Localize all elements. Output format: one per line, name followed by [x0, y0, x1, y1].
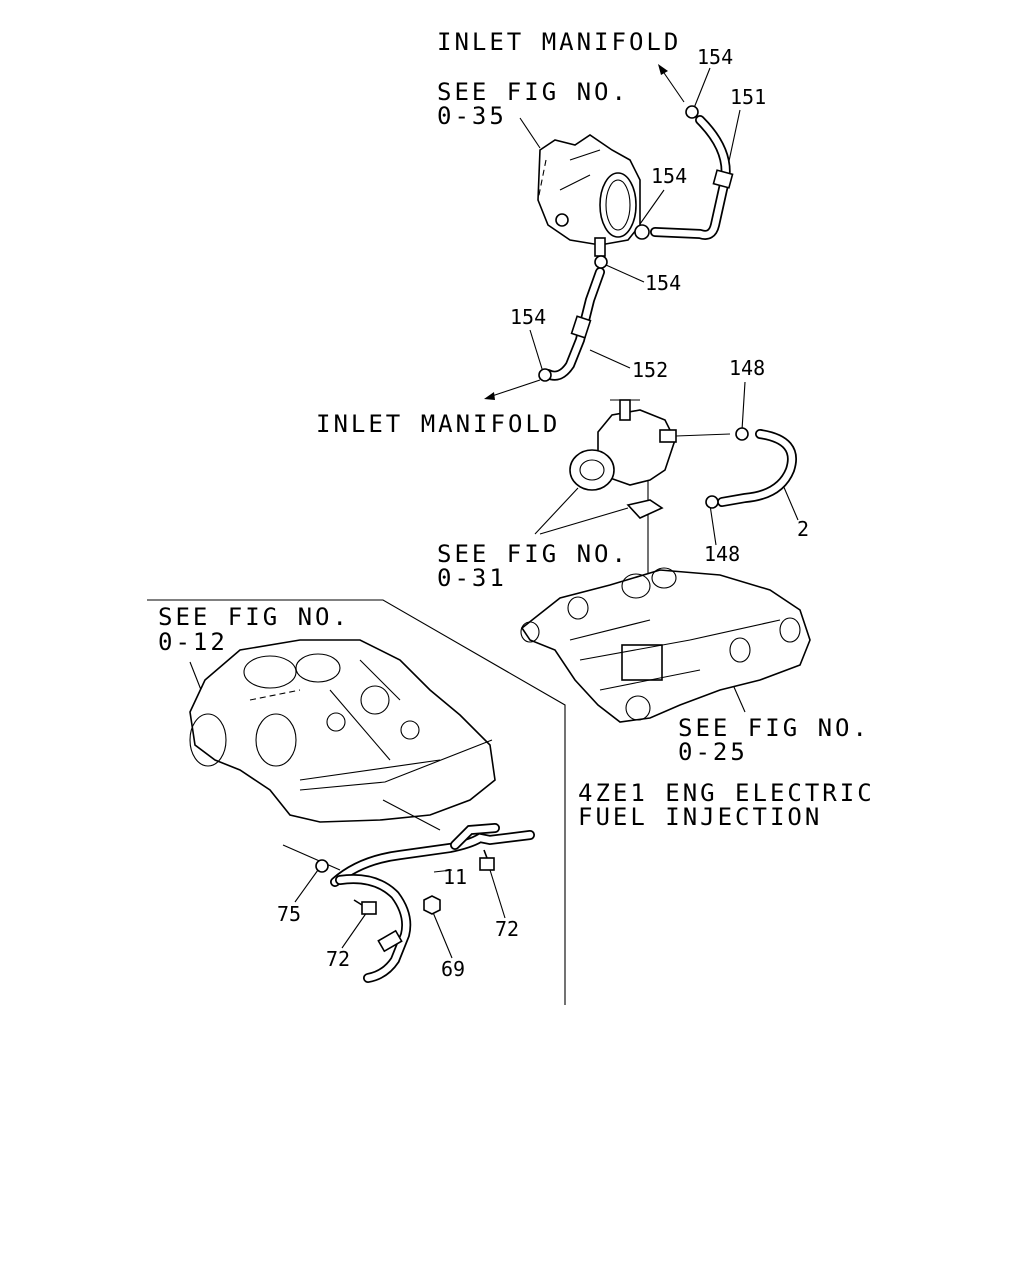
callout-2: 2: [797, 517, 809, 541]
callout-69: 69: [441, 957, 465, 981]
label-fig-number-0-12: 0-12: [158, 628, 228, 656]
label-engine-note: 4ZE1 ENG ELECTRIC: [578, 779, 875, 807]
callout-154-center: 154: [645, 271, 681, 295]
callout-148-bottom: 148: [704, 542, 740, 566]
label-inlet-manifold-mid: INLET MANIFOLD: [316, 410, 560, 438]
throttle-body: [537, 134, 641, 257]
callout-11: 11: [443, 865, 467, 889]
label-see-fig-0-35: SEE FIG NO.: [437, 78, 629, 106]
engine-block: [189, 639, 496, 871]
callout-151: 151: [730, 85, 766, 109]
callout-152: 152: [632, 358, 668, 382]
hose-2: [705, 427, 797, 509]
callout-75: 75: [277, 902, 301, 926]
label-fig-number-0-25: 0-25: [678, 738, 748, 766]
washer-75: [315, 859, 329, 873]
hose-152: [543, 267, 605, 381]
callout-154-left: 154: [510, 305, 546, 329]
label-see-fig-0-25: SEE FIG NO.: [678, 714, 870, 742]
callout-154-right: 154: [651, 164, 687, 188]
callout-154-top: 154: [697, 45, 733, 69]
intake-manifold: [520, 567, 811, 723]
label-see-fig-0-12: SEE FIG NO.: [158, 603, 350, 631]
label-inlet-manifold-top: INLET MANIFOLD: [437, 28, 681, 56]
label-fig-number-0-35: 0-35: [437, 102, 507, 130]
clamps-154: [538, 105, 699, 382]
label-fig-number-0-31: 0-31: [437, 564, 507, 592]
hose-151: [650, 115, 734, 240]
callout-148-top: 148: [729, 356, 765, 380]
label-engine-note-2: FUEL INJECTION: [578, 803, 822, 831]
bolt-72-left: [353, 899, 377, 915]
callout-72-left: 72: [326, 947, 350, 971]
label-see-fig-0-31: SEE FIG NO.: [437, 540, 629, 568]
bolt-72-right: [479, 849, 495, 871]
water-pipe-11: [315, 823, 535, 983]
callout-72-right: 72: [495, 917, 519, 941]
detail-box-outline: [147, 599, 566, 1005]
nut-69: [423, 895, 441, 915]
thermostat-housing: [569, 399, 677, 519]
